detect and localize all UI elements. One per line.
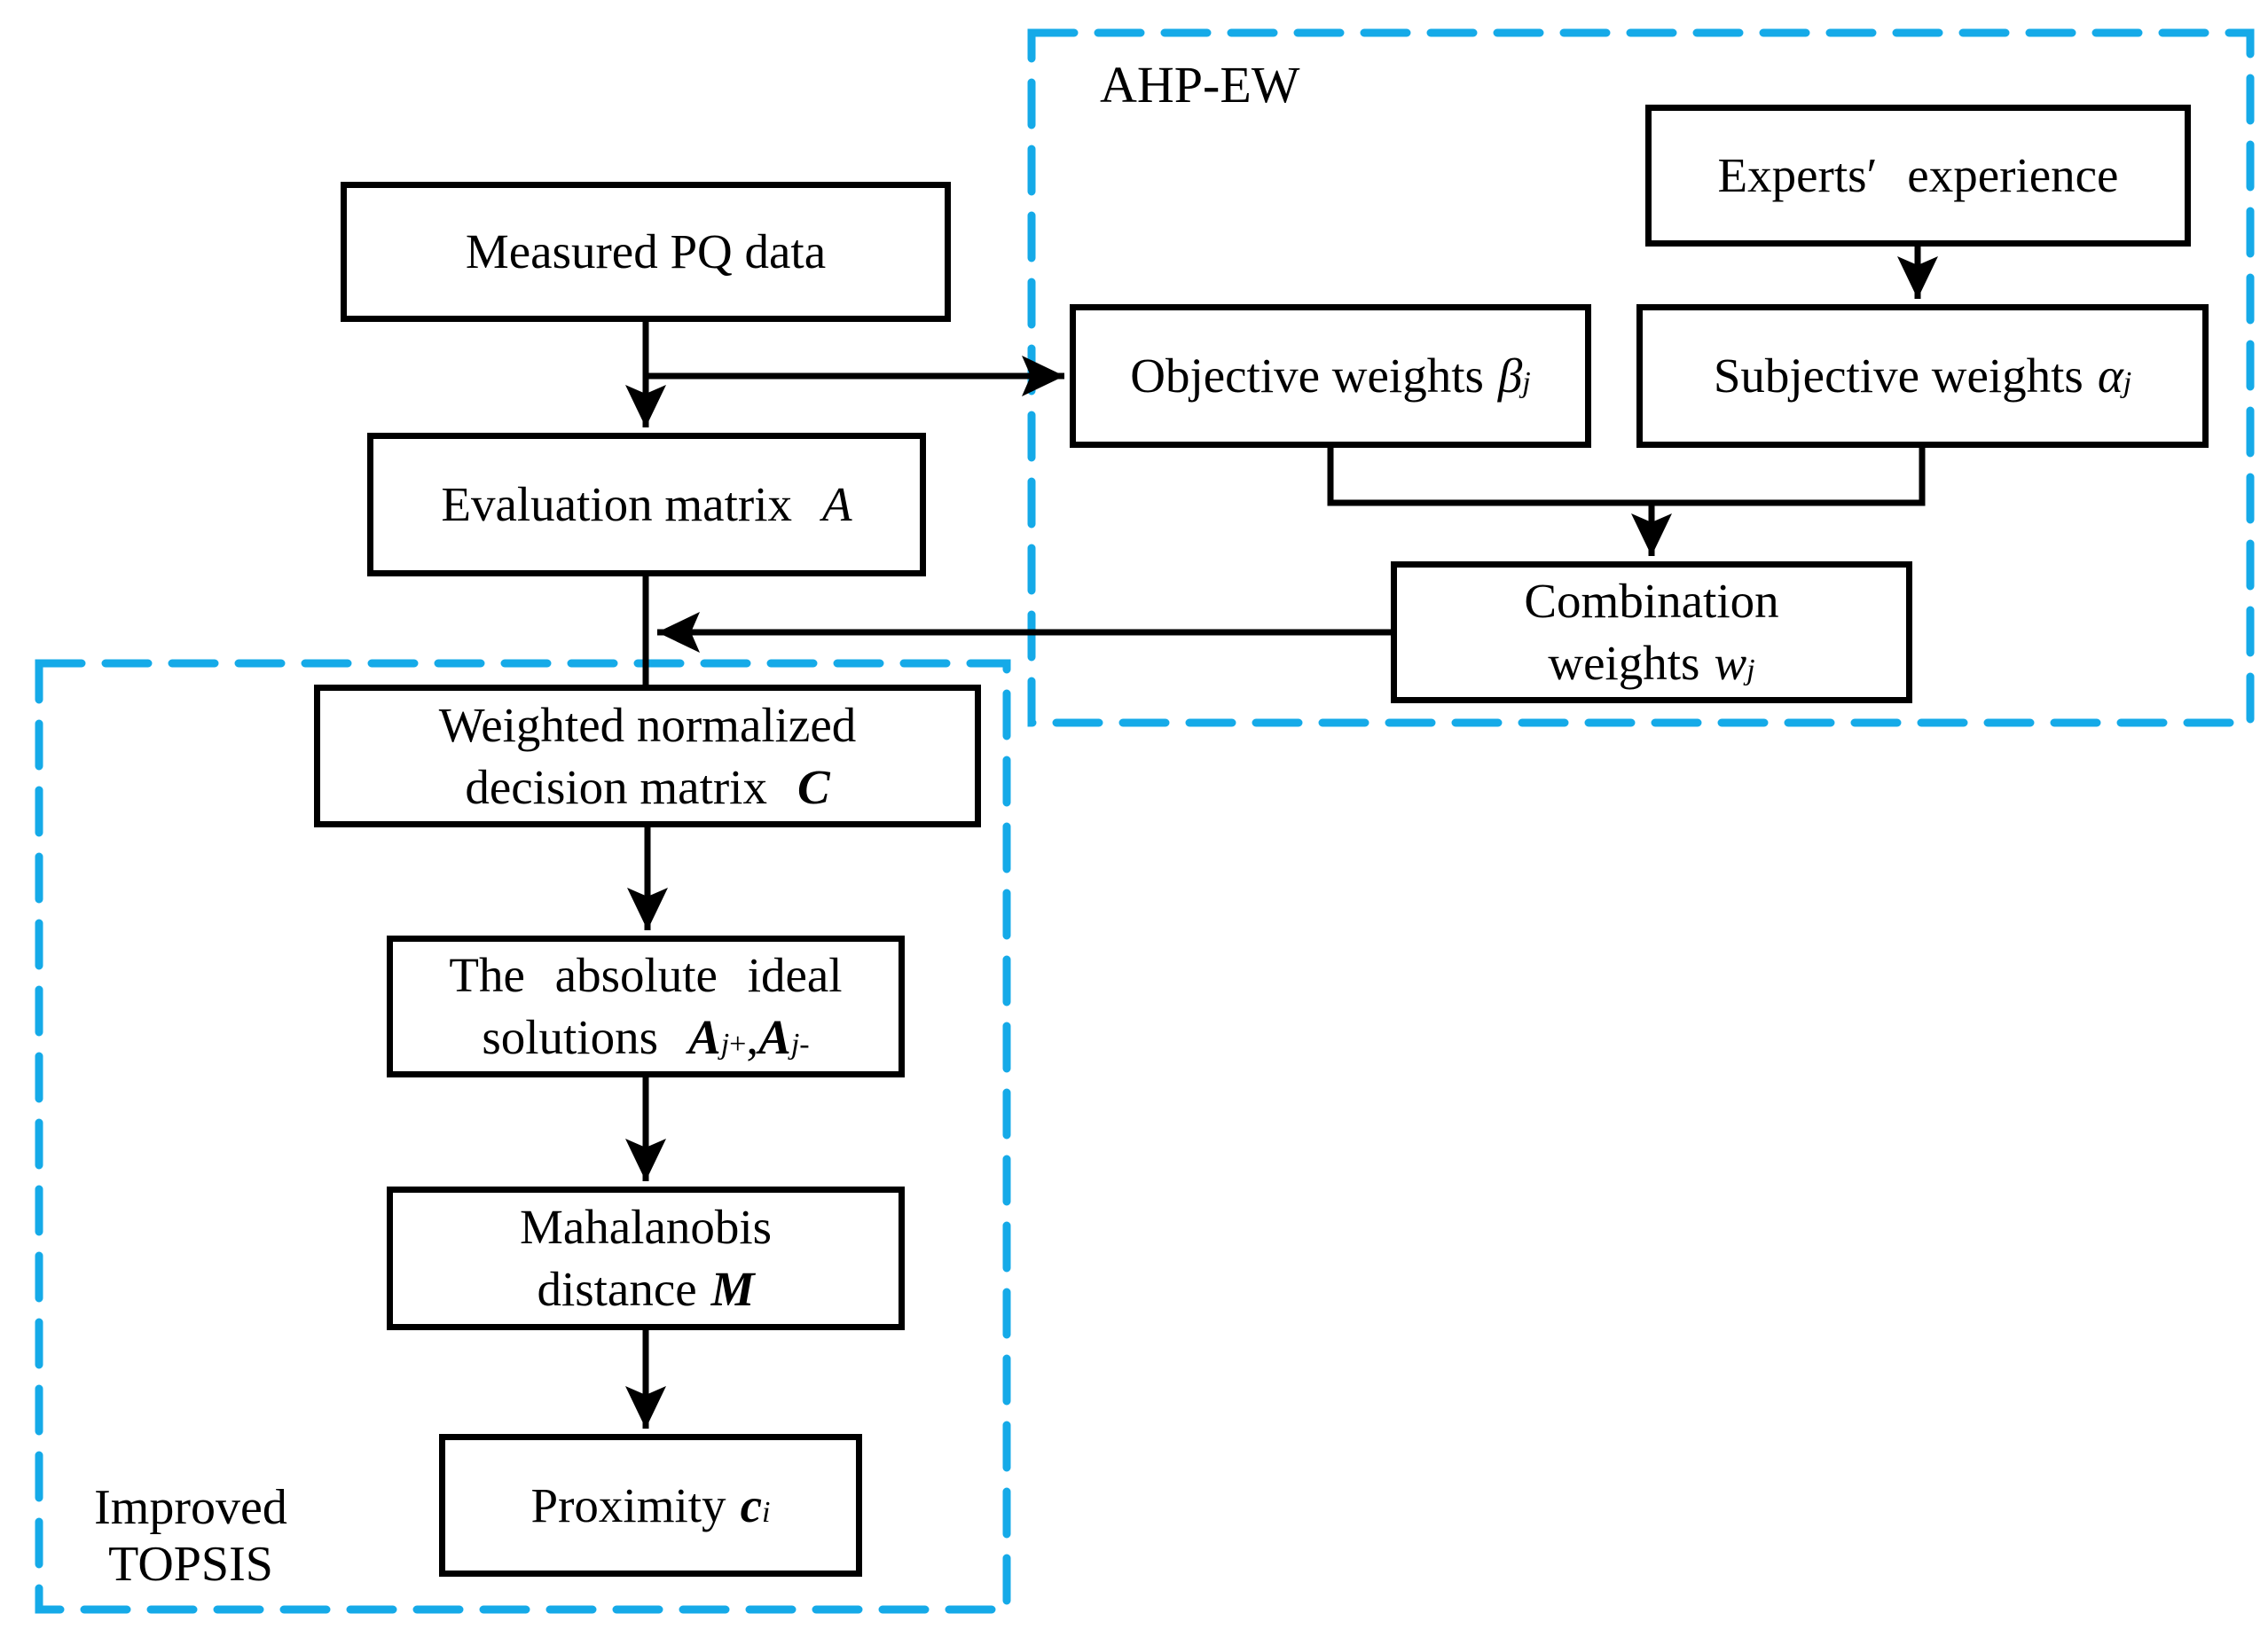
node-label: Subjective weights (1713, 349, 2084, 403)
node-label-line2: decision matrix (465, 759, 767, 814)
ideal-comma: , (746, 1010, 759, 1064)
node-weighted-normalized-matrix: Weighted normalized decision matrix C (314, 685, 981, 827)
ideal-a-plus-symbol: A (688, 1010, 721, 1064)
node-measured-pq-data: Measured PQ data (341, 182, 951, 322)
proximity-c-symbol: c (740, 1477, 762, 1532)
node-label-line2: distance (537, 1262, 697, 1316)
improved-topsis-label-line2: TOPSIS (108, 1537, 273, 1592)
improved-topsis-label: Improved TOPSIS (44, 1479, 337, 1593)
improved-topsis-label-line1: Improved (94, 1480, 287, 1535)
node-label-line2: solutions (482, 1010, 658, 1064)
node-experts-experience: Experts′ experience (1645, 105, 2191, 247)
node-label-line1: Combination (1524, 574, 1779, 628)
node-label-line2: weights (1548, 636, 1700, 690)
beta-symbol: β (1497, 349, 1523, 403)
improved-topsis-dashed-border (35, 659, 1011, 1614)
node-label: Measured PQ data (465, 224, 827, 278)
node-label-line1: Mahalanobis (519, 1200, 773, 1254)
ideal-a-minus-symbol: A (758, 1010, 791, 1064)
node-label: Objective weights (1130, 349, 1484, 403)
node-label: Proximity (530, 1477, 726, 1532)
matrix-m-symbol: M (710, 1262, 755, 1316)
matrix-c-symbol: C (797, 759, 830, 814)
node-evaluation-matrix: Evaluation matrix A (367, 433, 926, 576)
alpha-symbol: α (2097, 349, 2123, 403)
w-symbol: w (1714, 636, 1747, 690)
matrix-a-symbol: A (821, 477, 852, 531)
node-label-line1: Weighted normalized (438, 697, 857, 752)
ahp-ew-label: AHP-EW (1100, 56, 1300, 114)
node-label: Experts′ experience (1717, 148, 2119, 202)
connector-weights-merge (1327, 448, 1926, 506)
node-label: Evaluation matrix (441, 477, 792, 531)
node-label-line1: The absolute ideal (449, 948, 843, 1002)
